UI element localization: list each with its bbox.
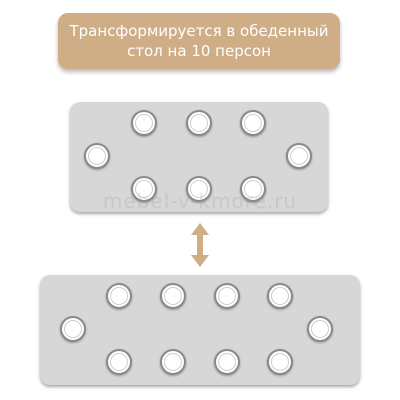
chair bbox=[307, 316, 333, 342]
chair bbox=[131, 176, 157, 202]
caption-line-2: стол на 10 персон bbox=[127, 42, 271, 60]
chair bbox=[267, 349, 293, 375]
chair bbox=[60, 316, 86, 342]
double-arrow-icon bbox=[191, 223, 209, 267]
chair bbox=[240, 176, 266, 202]
chair bbox=[286, 143, 312, 169]
chair bbox=[84, 143, 110, 169]
chair bbox=[267, 283, 293, 309]
chair bbox=[186, 176, 212, 202]
caption-line-1: Трансформируется в обеденный bbox=[69, 22, 329, 40]
chair bbox=[214, 349, 240, 375]
chair bbox=[240, 110, 266, 136]
chair bbox=[160, 283, 186, 309]
expanded-table bbox=[40, 275, 360, 385]
caption-banner: Трансформируется в обеденный стол на 10 … bbox=[58, 13, 340, 69]
chair bbox=[106, 283, 132, 309]
chair bbox=[131, 110, 157, 136]
chair bbox=[186, 110, 212, 136]
chair bbox=[214, 283, 240, 309]
compact-table bbox=[70, 102, 328, 212]
chair bbox=[106, 349, 132, 375]
watermark: mebel-v-kmore.ru bbox=[102, 189, 298, 213]
chair bbox=[160, 349, 186, 375]
